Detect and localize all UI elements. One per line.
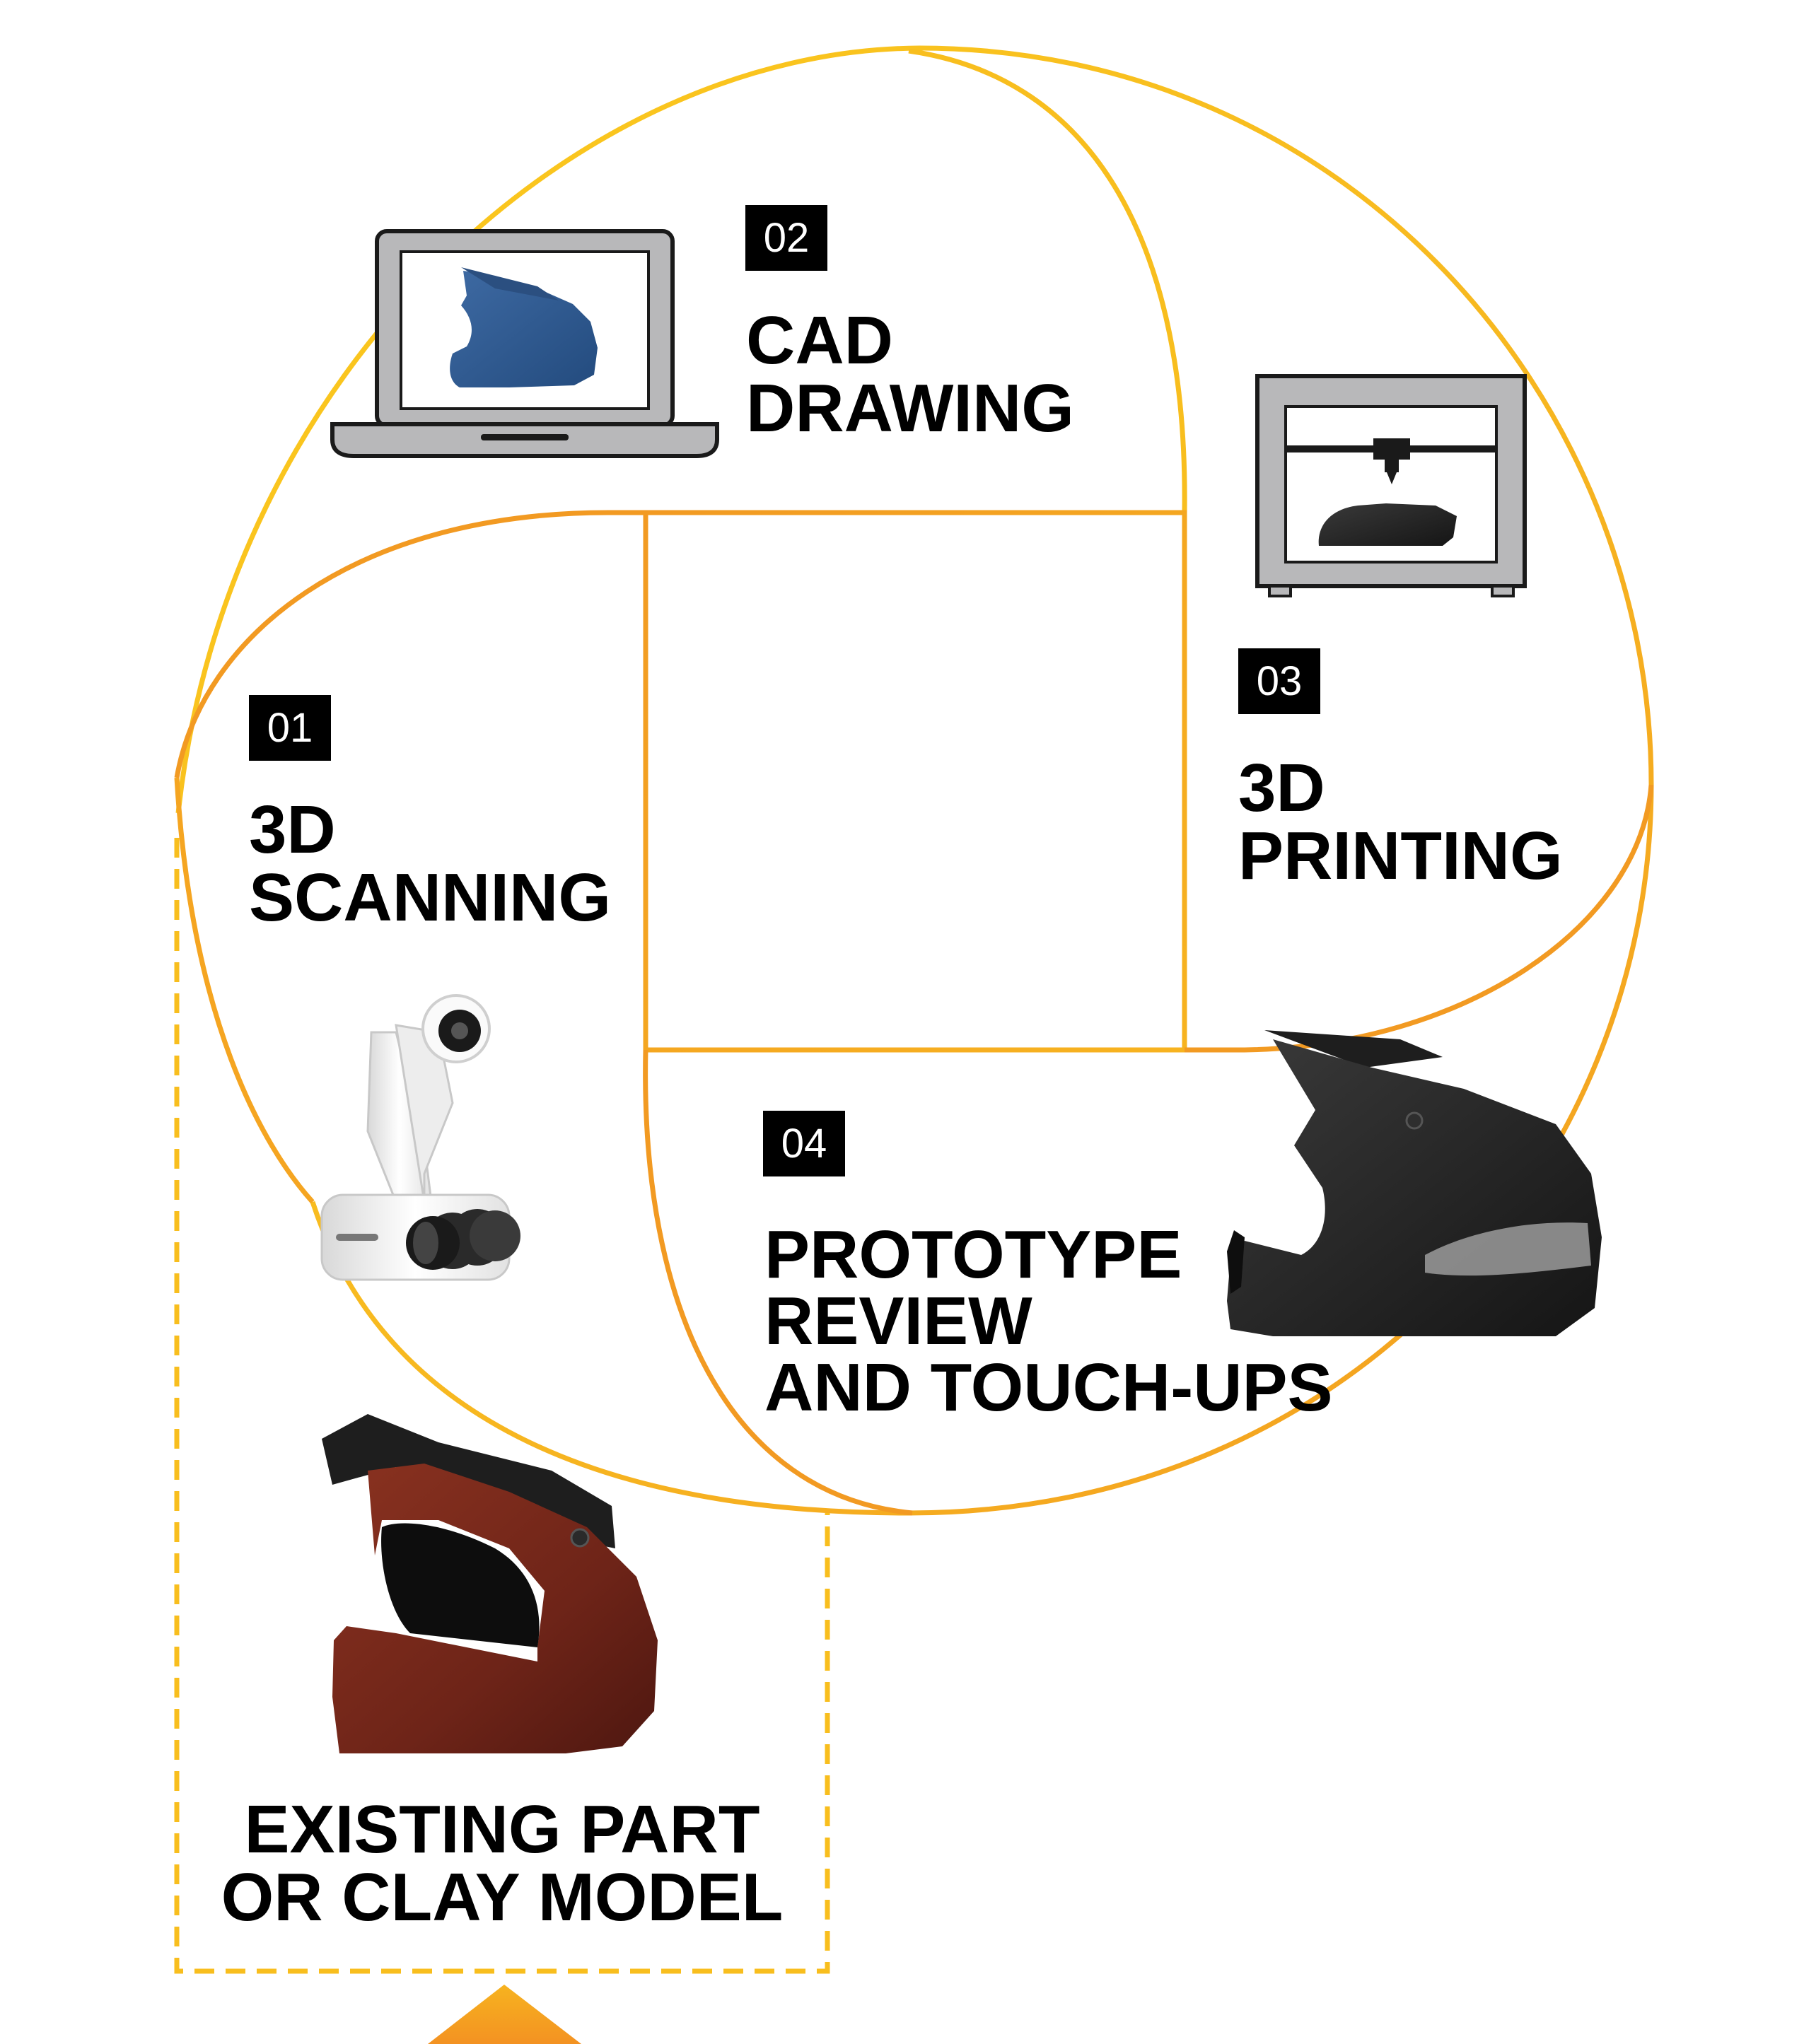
step-02-title-line2: DRAWING [746,370,1074,446]
step-04-number: 04 [781,1121,827,1167]
start-title-line1: EXISTING PART [245,1792,760,1867]
step-04-title-line2: REVIEW [764,1283,1032,1359]
step-02-number: 02 [764,215,810,261]
step-03-number: 03 [1257,658,1303,704]
spiral-arc-top [908,48,1187,513]
step-04: 04 PROTOTYPE REVIEW AND TOUCH-UPS [763,1111,1333,1425]
step-02-title-line1: CAD [746,303,893,378]
step-04-title-line1: PROTOTYPE [764,1217,1182,1292]
step-01: 01 3D SCANNING [249,695,611,935]
start-title-line2: OR CLAY MODEL [221,1859,784,1935]
spiral-arc-left-lower [174,777,315,1204]
step-04-title-line3: AND TOUCH-UPS [764,1350,1333,1425]
sanding-mark [1425,1222,1591,1276]
dashed-return-path [174,838,830,1974]
spiral-arc-left [174,510,646,778]
step-02-badge [745,205,827,271]
start-step: EXISTING PART OR CLAY MODEL [221,1792,784,1935]
step-01-title-line1: 3D [249,792,336,868]
cad-helmet-model [450,271,598,387]
step-01-number: 01 [267,705,313,751]
step-01-title-line2: SCANNING [249,860,611,935]
step-03-title-line1: 3D [1238,750,1325,826]
clay-helmet-illustration [322,1414,658,1753]
center-square [643,510,1187,1053]
printed-helmet-part [1318,503,1457,546]
step-04-badge [763,1111,845,1176]
spiral-arc-bottom [643,1049,913,1516]
step-02: 02 CAD DRAWING [745,205,1074,446]
prototype-helmet-illustration [1227,1030,1602,1336]
step-03-badge [1238,648,1320,714]
step-03: 03 3D PRINTING [1238,648,1563,894]
scanner-illustration [320,994,520,1281]
step-03-title-line2: PRINTING [1238,818,1563,894]
printer-illustration [1255,374,1527,597]
laptop-illustration [330,229,719,458]
start-arrow [428,1985,581,2044]
outer-ring-arc [175,45,1654,1516]
step-01-badge [249,695,331,761]
